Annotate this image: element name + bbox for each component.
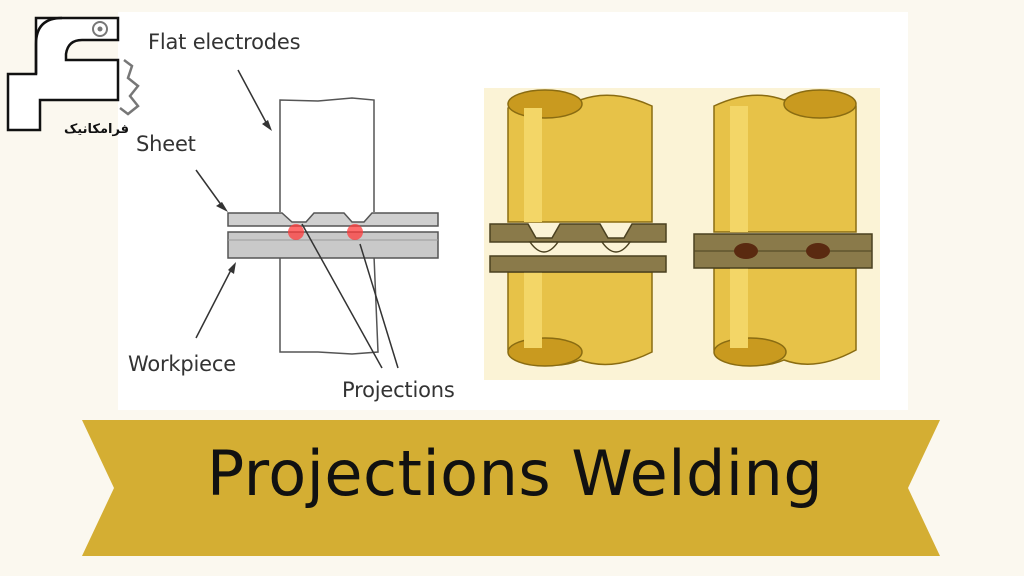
upper-electrode xyxy=(279,97,375,212)
leader-flat-electrodes xyxy=(237,69,269,127)
weld-spot xyxy=(347,224,363,240)
leader-projection-b xyxy=(301,223,383,369)
logo-mark xyxy=(6,16,140,132)
logo-text: فرامکانیک xyxy=(64,122,130,137)
leader-sheet xyxy=(195,169,223,207)
rod-pair-after xyxy=(693,89,873,367)
label-sheet: Sheet xyxy=(136,132,196,156)
lower-electrode xyxy=(279,255,379,355)
gear-icon xyxy=(92,21,108,37)
label-flat-electrodes: Flat electrodes xyxy=(148,30,301,54)
label-workpiece: Workpiece xyxy=(128,352,236,376)
leader-workpiece xyxy=(195,267,233,339)
page-title: Projections Welding xyxy=(206,437,824,510)
rod-pair-before xyxy=(489,89,667,367)
weld-nugget xyxy=(734,243,758,259)
top-sheet xyxy=(227,212,439,227)
workpiece-plate xyxy=(227,231,439,259)
weld-nugget xyxy=(806,243,830,259)
leader-projection-a xyxy=(359,243,399,369)
weld-spot xyxy=(288,224,304,240)
label-projections: Projections xyxy=(342,378,455,402)
